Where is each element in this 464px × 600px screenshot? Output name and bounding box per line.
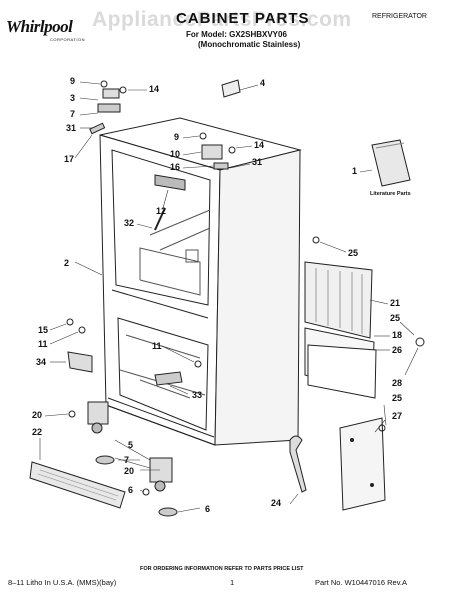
callout-14b: 14 xyxy=(254,140,265,150)
callout-26: 26 xyxy=(392,345,403,355)
callout-9: 9 xyxy=(70,76,76,86)
rear-access-panel xyxy=(304,261,373,339)
toe-grille xyxy=(29,461,126,509)
front-roller-left xyxy=(87,401,109,425)
page-title: CABINET PARTS xyxy=(176,10,310,27)
litho-info: 8–11 Litho In U.S.A. (MMS)(bay) xyxy=(8,578,117,587)
callout-17: 17 xyxy=(64,154,75,164)
brand-subtitle: CORPORATION xyxy=(50,37,85,42)
freezer-liner xyxy=(117,317,209,431)
fresh-food-liner xyxy=(111,149,211,306)
top-hinge-left xyxy=(102,88,120,99)
roller-screw-right xyxy=(142,488,150,496)
panel-screw xyxy=(378,424,386,432)
hinge-screw-left xyxy=(100,80,108,88)
leader-lines xyxy=(39,81,419,513)
ordering-note: FOR ORDERING INFORMATION REFER TO PARTS … xyxy=(140,566,304,572)
callout-16: 16 xyxy=(170,162,181,172)
callout-31: 31 xyxy=(66,123,77,133)
callout-34: 34 xyxy=(36,357,47,367)
callout-4: 4 xyxy=(260,78,266,88)
callout-27: 27 xyxy=(392,411,403,421)
callout-6: 6 xyxy=(128,485,134,495)
divider-mullion xyxy=(111,289,209,319)
hinge-bolt-right xyxy=(228,146,236,154)
leveler-foot-left xyxy=(95,455,115,465)
hinge-bolt-left xyxy=(119,86,127,94)
page-number: 1 xyxy=(230,578,235,587)
callout-9b: 9 xyxy=(174,132,180,142)
model-line: For Model: GX2SHBXVY06 xyxy=(186,30,287,39)
cross-brace xyxy=(154,371,183,386)
rear-screw xyxy=(312,236,320,244)
liner-screw xyxy=(154,207,166,231)
callout-25: 25 xyxy=(348,248,359,258)
top-hinge-right xyxy=(201,144,223,160)
hinge-screw-right xyxy=(199,132,207,140)
callout-1: 1 xyxy=(352,166,358,176)
hinge-shim-right xyxy=(213,162,229,170)
control-box xyxy=(67,351,93,373)
callout-25c: 25 xyxy=(392,393,403,403)
callout-6b: 6 xyxy=(205,504,211,514)
callout-21: 21 xyxy=(390,298,401,308)
callout-14: 14 xyxy=(149,84,160,94)
callout-3: 3 xyxy=(70,93,76,103)
hinge-bracket-left xyxy=(97,103,121,113)
callout-32: 32 xyxy=(124,218,135,228)
drain-grille xyxy=(185,249,199,263)
brand-logo: Whirlpool xyxy=(6,17,73,36)
callout-33: 33 xyxy=(192,390,203,400)
side-screw-a xyxy=(66,318,74,326)
callout-25b: 25 xyxy=(390,313,401,323)
category-label: REFRIGERATOR xyxy=(372,13,427,20)
watermark-text: AppliancePartsPros.com xyxy=(92,8,352,31)
callout-2: 2 xyxy=(64,258,70,268)
leveler-foot-right xyxy=(158,507,178,517)
side-screw-b xyxy=(78,326,86,334)
callout-12: 12 xyxy=(156,206,167,216)
callout-5: 5 xyxy=(128,440,134,450)
callout-31b: 31 xyxy=(252,157,263,167)
callout-22: 22 xyxy=(32,427,43,437)
mid-screw xyxy=(194,360,202,368)
cabinet-side-panel xyxy=(214,149,301,446)
part-number: Part No. W10447016 Rev.A xyxy=(315,578,407,587)
callout-7b: 7 xyxy=(124,455,130,465)
top-pad xyxy=(221,79,241,98)
leveling-screw-right xyxy=(415,337,425,347)
callout-20: 20 xyxy=(32,410,43,420)
callout-18: 18 xyxy=(392,330,403,340)
callout-28: 28 xyxy=(392,378,403,388)
leveling-tool xyxy=(289,435,307,493)
callout-24: 24 xyxy=(271,498,282,508)
electrical-cover-panel xyxy=(339,417,386,511)
callout-20b: 20 xyxy=(124,466,135,476)
finish-line: (Monochromatic Stainless) xyxy=(198,40,301,49)
roller-screw-left xyxy=(68,410,76,418)
liner-back-recess xyxy=(139,247,201,296)
callout-15: 15 xyxy=(38,325,49,335)
callout-11: 11 xyxy=(38,339,48,349)
literature-label: Literature Parts xyxy=(370,191,411,197)
callout-7: 7 xyxy=(70,109,76,119)
upper-bracket xyxy=(154,174,186,191)
literature-booklet xyxy=(371,139,411,187)
callout-11b: 11 xyxy=(152,341,162,351)
hinge-cover-left xyxy=(89,122,106,135)
callout-10: 10 xyxy=(170,149,181,159)
back-cover xyxy=(307,344,377,399)
rear-panel-vents xyxy=(315,268,363,334)
